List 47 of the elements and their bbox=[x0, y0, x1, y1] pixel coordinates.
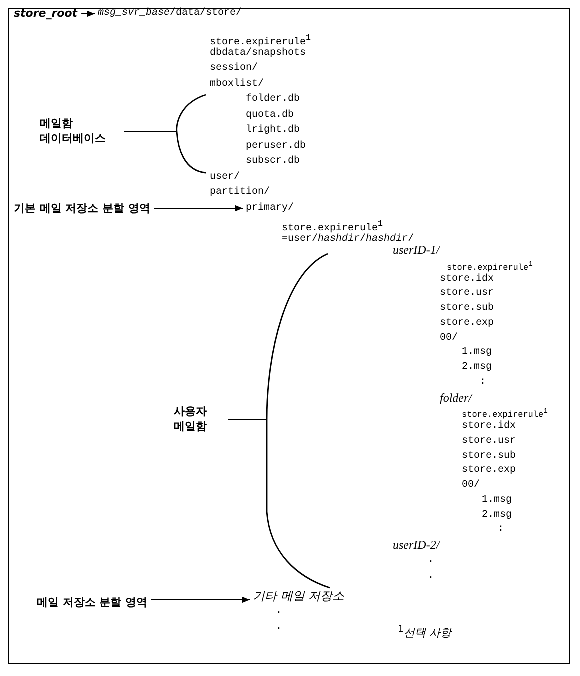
directory-entry: primary/ bbox=[246, 200, 294, 216]
directory-entry: session/ bbox=[210, 62, 258, 76]
directory-entry: 00/ bbox=[462, 478, 480, 493]
directory-entry: mboxlist/ bbox=[210, 78, 264, 92]
ellipsis-mark: . bbox=[428, 554, 434, 568]
directory-entry: store.expirerule$^{1}$ bbox=[210, 32, 312, 48]
directory-entry: quota.db bbox=[246, 108, 294, 122]
directory-path: msg_svr_base/data/store/ bbox=[98, 6, 242, 22]
directory-entry: 00/ bbox=[440, 332, 458, 346]
directory-entry: userID-2/ bbox=[393, 537, 440, 553]
directory-entry: store.usr bbox=[462, 434, 516, 449]
directory-entry: store.usr bbox=[440, 287, 494, 302]
directory-entry: lright.db bbox=[246, 124, 300, 138]
directory-entry: folder/ bbox=[440, 390, 472, 406]
ellipsis-mark: . bbox=[276, 621, 282, 635]
directory-entry: store.sub bbox=[462, 450, 516, 464]
directory-entry: store.expirerule$^{1}$ bbox=[447, 260, 533, 274]
ellipsis-mark: . bbox=[428, 570, 434, 584]
arrow bbox=[81, 10, 96, 18]
footnote: $^{1}$선택 사항 bbox=[398, 623, 452, 642]
directory-entry: partition/ bbox=[210, 186, 270, 200]
callout-label: 메일 저장소 분할 영역 bbox=[37, 595, 148, 611]
arrow bbox=[154, 205, 244, 212]
directory-entry: 1.msg bbox=[482, 494, 512, 508]
directory-entry: store.exp bbox=[440, 316, 494, 331]
path-label: store_root bbox=[14, 6, 78, 22]
callout-label: 사용자 메일함 bbox=[174, 404, 224, 434]
ellipsis-mark: : bbox=[498, 523, 504, 538]
directory-entry: folder.db bbox=[246, 92, 300, 107]
directory-entry: 2.msg bbox=[482, 508, 512, 522]
directory-entry: 1.msg bbox=[462, 346, 492, 360]
directory-entry: store.idx bbox=[440, 272, 494, 286]
directory-entry: dbdata/snapshots bbox=[210, 47, 306, 60]
callout-label: 기본 메일 저장소 분할 영역 bbox=[14, 200, 150, 216]
ellipsis-mark: . bbox=[276, 605, 282, 619]
directory-entry: peruser.db bbox=[246, 140, 306, 154]
directory-entry: store.exp bbox=[462, 464, 516, 478]
directory-entry: store.sub bbox=[440, 302, 494, 316]
ellipsis-mark: : bbox=[480, 376, 486, 390]
directory-entry: 2.msg bbox=[462, 361, 492, 375]
arrow bbox=[151, 596, 250, 604]
directory-entry: user/ bbox=[210, 170, 240, 184]
directory-entry: store.expirerule$^{1}$ bbox=[462, 407, 548, 420]
callout-label: 메일함 데이터베이스 bbox=[40, 116, 120, 146]
directory-entry: store.idx bbox=[462, 420, 516, 434]
directory-entry: 기타 메일 저장소 bbox=[253, 588, 345, 604]
directory-entry: subscr.db bbox=[246, 154, 300, 169]
